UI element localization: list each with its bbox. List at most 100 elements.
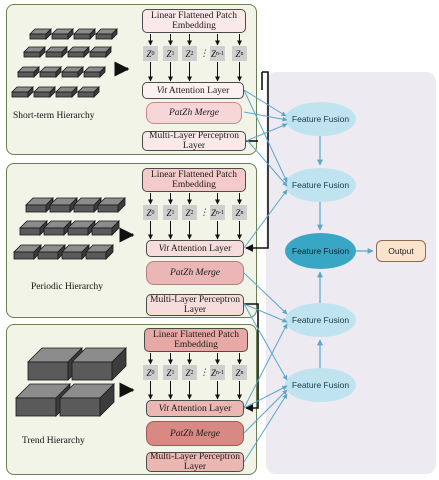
link-short-mlp-f1 <box>245 123 288 142</box>
feature-fusion-node-3-label: Feature Fusion <box>291 246 350 256</box>
feature-fusion-node-1: Feature Fusion <box>285 102 356 136</box>
link-trend-merge-f5 <box>243 389 288 434</box>
short-term-label: Short-term Hierarchy <box>13 111 95 121</box>
link-short-mlp-f2 <box>247 140 288 187</box>
link-short-merge-f1 <box>243 111 288 122</box>
periodic-patch-7 <box>91 220 120 236</box>
periodic-patch-5 <box>43 220 72 236</box>
feature-fusion-node-3: Feature Fusion <box>285 233 356 269</box>
trend-label: Trend Hierarchy <box>22 436 85 446</box>
feature-fusion-node-4: Feature Fusion <box>285 303 356 337</box>
short-term-patch-1 <box>51 28 74 40</box>
short-term-patch-0 <box>29 28 52 40</box>
short-term-patch-11 <box>83 66 106 78</box>
fusion-links <box>243 89 288 463</box>
periodic-patch-0 <box>25 197 54 213</box>
short-term-patch-4 <box>23 46 46 58</box>
token-arrows <box>148 34 242 400</box>
link-periodic-att-f2 <box>243 189 288 249</box>
periodic-to-trend-attention <box>244 303 259 412</box>
short-term-patch-10 <box>61 66 84 78</box>
trend-mlp: Multi-Layer Perceptron Layer <box>146 452 244 472</box>
link-short-att-f1 <box>243 89 287 117</box>
fusion-panel <box>266 72 436 474</box>
feature-fusion-node-5: Feature Fusion <box>285 368 356 402</box>
link-trend-att-f5 <box>243 385 288 409</box>
short-term-embedding: Linear Flattened Patch Embedding <box>142 9 246 33</box>
short-term-embedding-label: Linear Flattened Patch Embedding <box>151 11 237 31</box>
short-term-attention: Vit Attention Layer <box>142 82 244 99</box>
patch-glyphs <box>11 28 127 417</box>
periodic-patch-9 <box>37 244 66 260</box>
periodic-embedding: Linear Flattened Patch Embedding <box>142 168 246 192</box>
token-ellipsis-0: ⋮ <box>199 48 209 58</box>
short-term-merge: PatZh Merge <box>146 102 242 124</box>
short-term-attention-prefix: Vit <box>156 85 168 96</box>
short-to-periodic-attention <box>245 71 269 252</box>
short-term-patch-6 <box>67 46 90 58</box>
periodic-attention-suffix: Attention Layer <box>170 243 232 254</box>
periodic-patch-2 <box>73 197 102 213</box>
link-periodic-merge-f4 <box>243 272 288 315</box>
short-term-patch-7 <box>89 46 112 58</box>
output-label: Output <box>388 246 414 256</box>
trend-embedding: Linear Flattened Patch Embedding <box>144 328 248 352</box>
link-periodic-mlp-f4 <box>243 303 288 323</box>
link-short-att-f2 <box>243 89 288 183</box>
short-term-patch-14 <box>55 86 78 98</box>
periodic-attention: Vit Attention Layer <box>146 240 244 257</box>
short-term-patch-3 <box>95 28 118 40</box>
link-periodic-mlp-f5 <box>243 303 288 381</box>
short-term-patch-2 <box>73 28 96 40</box>
periodic-label: Periodic Hierarchy <box>31 282 104 292</box>
trend-patch-0 <box>27 347 83 381</box>
token-ellipsis-1: ⋮ <box>199 207 209 217</box>
trend-merge-label: PatZh Merge <box>169 428 221 439</box>
link-trend-att-f4 <box>243 323 288 409</box>
short-term-patch-5 <box>45 46 68 58</box>
short-term-mlp-label: Multi-Layer Perceptron Layer <box>149 131 239 151</box>
link-trend-mlp-f5 <box>243 393 288 463</box>
periodic-patch-1 <box>49 197 78 213</box>
input-arrows <box>114 61 135 398</box>
feature-fusion-node-4-label: Feature Fusion <box>291 315 350 325</box>
cross-connectors <box>244 71 269 412</box>
short-term-attention-suffix: Attention Layer <box>168 85 230 96</box>
short-term-merge-label: PatZh Merge <box>168 108 220 118</box>
feature-fusion-node-1-label: Feature Fusion <box>291 114 350 124</box>
periodic-patch-4 <box>19 220 48 236</box>
periodic-patch-6 <box>67 220 96 236</box>
periodic-merge: PatZh Merge <box>146 261 244 285</box>
output-box: Output <box>376 240 426 262</box>
trend-patch-3 <box>59 383 115 417</box>
periodic-mlp-label: Multi-Layer Perceptron Layer <box>150 295 240 315</box>
trend-embedding-label: Linear Flattened Patch Embedding <box>153 330 239 350</box>
feature-fusion-node-2-label: Feature Fusion <box>291 180 350 190</box>
short-term-patch-15 <box>77 86 100 98</box>
trend-attention-prefix: Vit <box>158 403 170 414</box>
periodic-patch-11 <box>85 244 114 260</box>
feature-fusion-node-5-label: Feature Fusion <box>291 380 350 390</box>
fusion-flow <box>317 136 374 368</box>
trend-merge: PatZh Merge <box>146 421 244 446</box>
periodic-merge-label: PatZh Merge <box>169 268 221 278</box>
short-term-mlp: Multi-Layer Perceptron Layer <box>142 131 246 151</box>
periodic-embedding-label: Linear Flattened Patch Embedding <box>151 170 237 190</box>
trend-patch-1 <box>71 347 127 381</box>
periodic-patch-10 <box>61 244 90 260</box>
trend-mlp-label: Multi-Layer Perceptron Layer <box>150 452 240 472</box>
